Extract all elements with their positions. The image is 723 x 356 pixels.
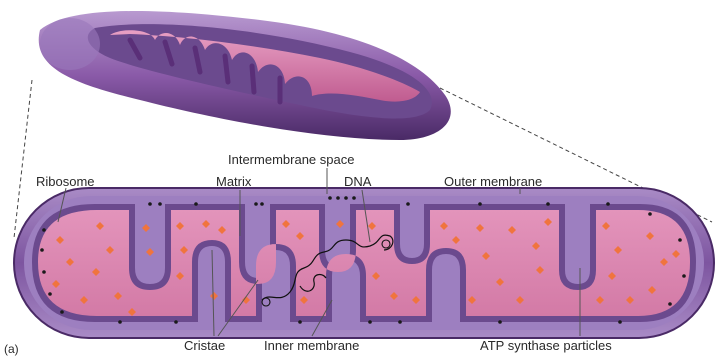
label-cristae: Cristae	[184, 338, 225, 353]
ribosome	[260, 202, 264, 206]
ribosome	[336, 196, 340, 200]
label-inner-membrane: Inner membrane	[264, 338, 359, 353]
ribosome	[546, 202, 550, 206]
ribosome	[328, 196, 332, 200]
ribosome	[648, 212, 652, 216]
ribosome	[158, 202, 162, 206]
label-dna: DNA	[344, 174, 372, 189]
ribosome	[48, 292, 52, 296]
ribosome	[678, 238, 682, 242]
ribosome	[498, 320, 502, 324]
ribosome	[174, 320, 178, 324]
ribosome	[368, 320, 372, 324]
ribosome	[42, 270, 46, 274]
ribosome	[352, 196, 356, 200]
label-intermembrane-space: Intermembrane space	[228, 152, 354, 167]
ribosome	[194, 202, 198, 206]
ribosome	[298, 320, 302, 324]
ribosome	[42, 228, 46, 232]
ribosome	[40, 248, 44, 252]
ribosome	[478, 202, 482, 206]
label-ribosome: Ribosome	[36, 174, 95, 189]
ribosome	[618, 320, 622, 324]
label-atp-synthase: ATP synthase particles	[480, 338, 612, 353]
ribosome	[60, 310, 64, 314]
ribosome	[344, 196, 348, 200]
ribosome	[148, 202, 152, 206]
ribosome	[406, 202, 410, 206]
panel-tag: (a)	[4, 342, 19, 356]
ribosome	[398, 320, 402, 324]
ribosome	[668, 302, 672, 306]
projection-line-left	[14, 80, 32, 238]
ribosome	[254, 202, 258, 206]
ribosome	[606, 202, 610, 206]
mitochondrion-3d-view	[39, 11, 451, 140]
label-matrix: Matrix	[216, 174, 252, 189]
outer-membrane-end-3d	[40, 18, 100, 70]
mitochondrion-section	[14, 188, 714, 338]
ribosome	[682, 274, 686, 278]
label-outer-membrane: Outer membrane	[444, 174, 542, 189]
ribosome	[118, 320, 122, 324]
